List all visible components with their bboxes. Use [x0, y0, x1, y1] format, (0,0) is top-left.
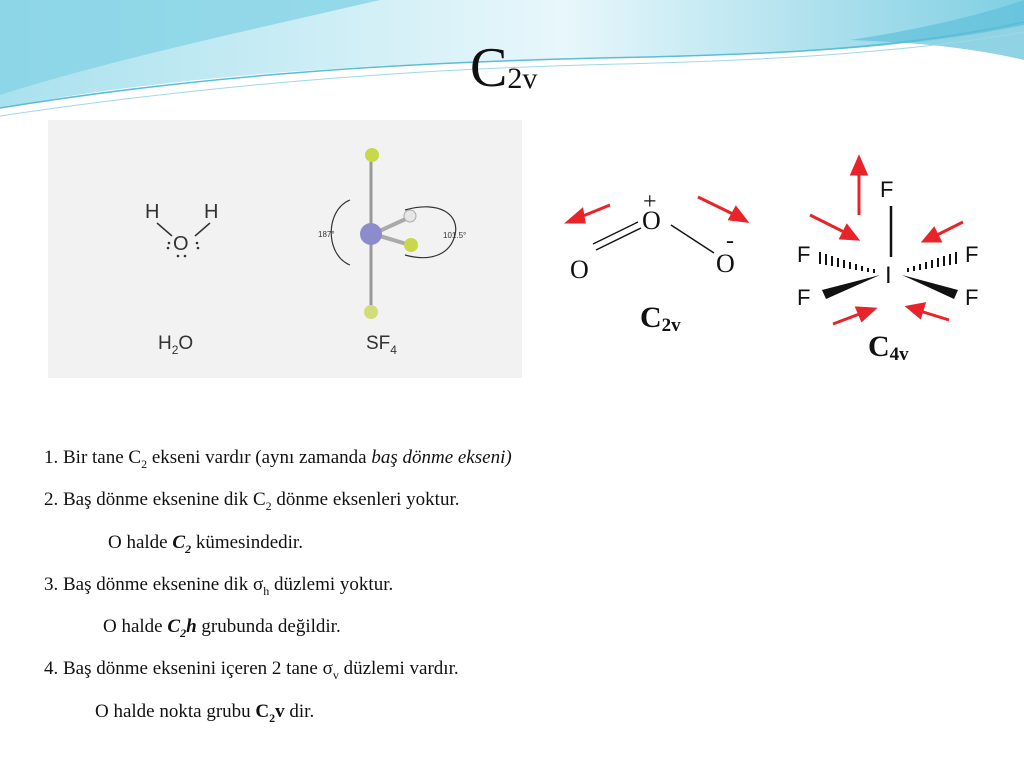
ozone-charge-plus: +	[643, 189, 657, 215]
point-4: 4. Baş dönme eksenini içeren 2 tane σv d…	[44, 658, 459, 683]
if5-atom-left-up: F	[797, 242, 810, 267]
sf4-angle-right: 101.5°	[443, 231, 466, 240]
point-2: 2. Baş dönme eksenine dik C2 dönme eksen…	[44, 489, 460, 514]
if5-point-group: C4v	[868, 330, 909, 365]
point-1: 1. Bir tane C2 ekseni vardır (aynı zaman…	[44, 447, 512, 471]
ozone-atom-left: O	[570, 255, 589, 284]
sf4-angle-left: 187°	[318, 230, 335, 239]
h2o-bond-right	[194, 222, 211, 237]
if5-atom-right-up: F	[965, 242, 978, 267]
sf4-fluorine-top	[365, 148, 379, 162]
header-banner	[0, 0, 1024, 117]
ozone-atom-center: O	[642, 206, 661, 235]
if5-atom-left-down: F	[797, 285, 810, 310]
h2o-atom-o: O	[173, 233, 189, 255]
sf4-fluorine-right-up	[403, 209, 417, 223]
symmetry-points: 1. Bir tane C2 ekseni vardır (aynı zaman…	[44, 440, 512, 736]
if5-atom-right-down: F	[965, 285, 978, 310]
if5-structure: F I F F F F C4v	[797, 154, 978, 365]
ozone-atom-right: O	[716, 249, 735, 278]
h2o-atom-h1: H	[145, 201, 159, 223]
molecule-diagrams: H H O H2O 187° 101.5° SF4 O O O +	[145, 148, 978, 365]
point-4-conclusion: O halde nokta grubu C2v dir.	[95, 700, 315, 725]
if5-atom-top: F	[880, 177, 893, 202]
ozone-charge-minus: -	[726, 228, 734, 254]
sf4-structure: 187° 101.5° SF4	[318, 148, 466, 357]
ozone-point-group: C2v	[640, 301, 681, 336]
ozone-structure: O O O + - C2v	[563, 189, 750, 336]
if5-arrows	[809, 154, 964, 326]
h2o-formula: H2O	[158, 333, 193, 357]
point-3: 3. Baş dönme eksenine dik σh düzlemi yok…	[44, 573, 394, 598]
slide-title: C2v	[470, 37, 538, 99]
h2o-atom-h2: H	[204, 201, 218, 223]
h2o-lone-pairs	[166, 241, 200, 258]
sf4-sulfur	[360, 223, 382, 245]
ozone-arrows	[563, 195, 750, 224]
sf4-fluorine-bottom	[364, 305, 378, 319]
h2o-structure: H H O H2O	[145, 201, 218, 357]
point-2-conclusion: O halde C2 kümesindedir.	[108, 531, 303, 556]
if5-atom-center: I	[885, 262, 892, 289]
sf4-formula: SF4	[366, 333, 397, 357]
figure-panel	[48, 120, 522, 378]
point-3-conclusion: O halde C2h grubunda değildir.	[103, 616, 341, 640]
sf4-fluorine-right-down	[404, 238, 418, 252]
h2o-bond-left	[156, 222, 173, 237]
